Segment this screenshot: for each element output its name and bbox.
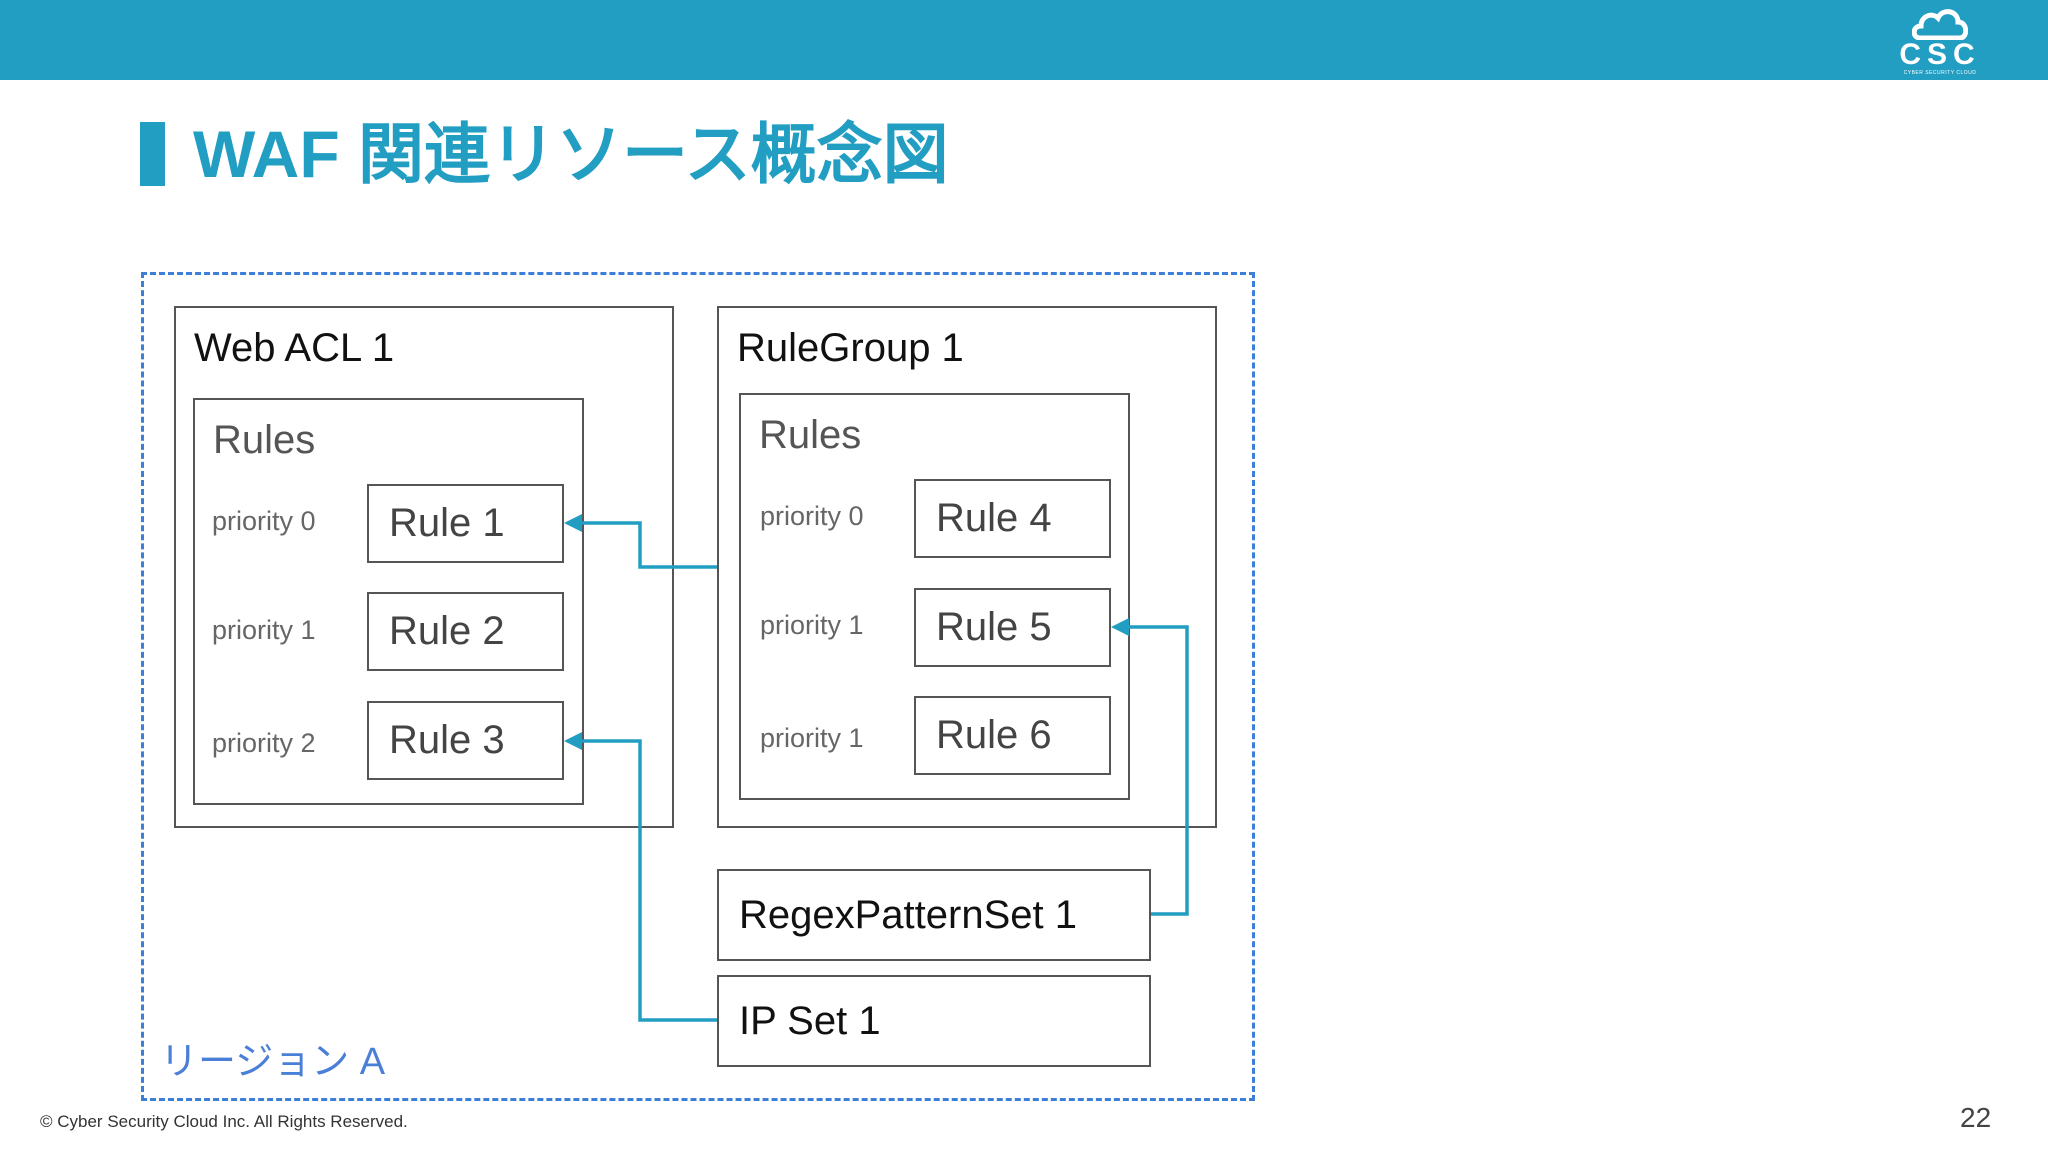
csc-logo: CSC CYBER SECURITY CLOUD <box>1890 6 1990 76</box>
connector-rulegroup-to-rule1 <box>578 521 717 569</box>
logo-subtitle: CYBER SECURITY CLOUD <box>1903 70 1977 76</box>
priority-label: priority 1 <box>212 615 316 645</box>
priority-label: priority 1 <box>760 610 864 640</box>
page-title: WAF 関連リソース概念図 <box>193 117 949 191</box>
web-acl-rules-label: Rules <box>213 418 316 462</box>
arrowhead-icon <box>564 514 582 532</box>
priority-label: priority 0 <box>212 506 316 536</box>
region-boundary <box>141 272 1255 1101</box>
rule-1: Rule 1 <box>367 484 564 563</box>
header-bar <box>0 0 2048 80</box>
priority-label: priority 1 <box>760 723 864 753</box>
rule-6: Rule 6 <box>914 696 1111 775</box>
priority-label: priority 2 <box>212 728 316 758</box>
rule-group-rules-label: Rules <box>759 413 862 457</box>
region-label: リージョン A <box>160 1041 386 1083</box>
rule-5: Rule 5 <box>914 588 1111 667</box>
arrowhead-icon <box>564 732 582 750</box>
web-acl-title: Web ACL 1 <box>194 326 395 370</box>
rule-4: Rule 4 <box>914 479 1111 558</box>
logo-text: CSC <box>1899 38 1981 71</box>
priority-label: priority 0 <box>760 501 864 531</box>
title-accent <box>140 122 165 186</box>
rule-3: Rule 3 <box>367 701 564 780</box>
rule-2: Rule 2 <box>367 592 564 671</box>
page-number: 22 <box>1960 1102 1992 1133</box>
regex-pattern-set-box: RegexPatternSet 1 <box>717 869 1151 961</box>
cloud-icon <box>1912 9 1968 40</box>
copyright-footer: © Cyber Security Cloud Inc. All Rights R… <box>40 1112 408 1131</box>
rule-group-title: RuleGroup 1 <box>737 326 964 370</box>
arrowhead-icon <box>1111 618 1129 636</box>
connector-regex-to-rule5 <box>1126 625 1189 916</box>
connector-ipset-to-rule3 <box>578 739 717 1022</box>
ip-set-box: IP Set 1 <box>717 975 1151 1067</box>
